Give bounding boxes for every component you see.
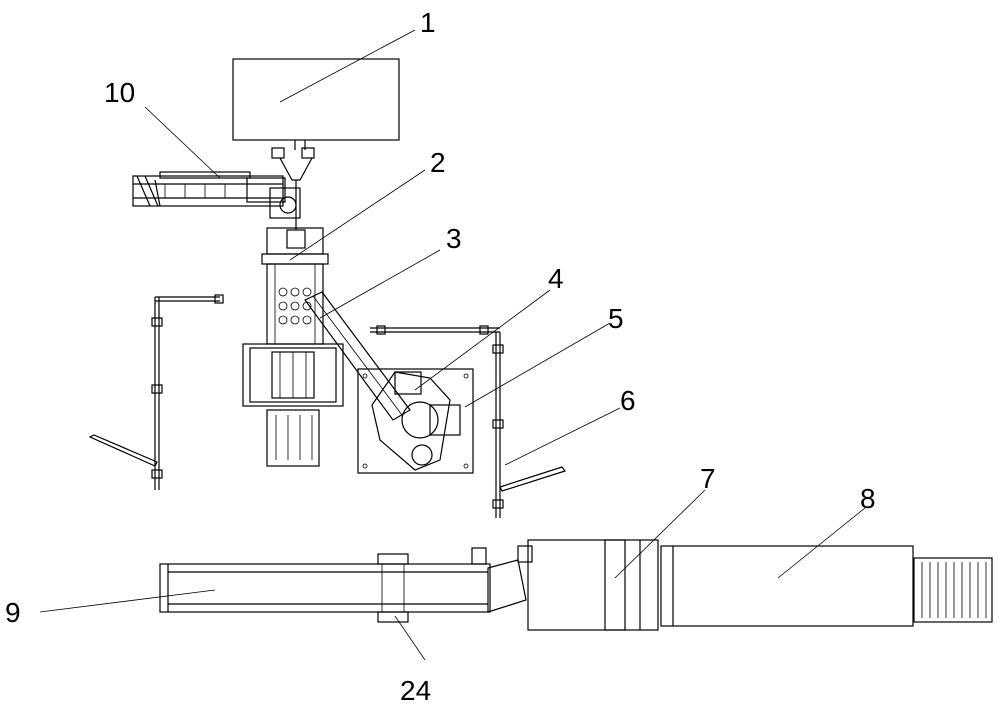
label-9: 9: [5, 597, 21, 628]
component-10-feed-conveyor: [132, 171, 301, 219]
label-3: 3: [446, 223, 462, 254]
label-5: 5: [608, 303, 624, 334]
component-1-hopper-box: [232, 58, 400, 230]
label-7: 7: [700, 463, 716, 494]
component-4-robot-unit: [371, 371, 461, 471]
component-5-base-plate: [357, 368, 474, 474]
transfer-arm: [304, 291, 411, 421]
mold-frame: [242, 343, 344, 467]
label-6: 6: [620, 385, 636, 416]
component-3-forming-column: [266, 263, 324, 345]
component-2-press-head: [261, 227, 329, 265]
label-1: 1: [420, 7, 436, 38]
component-6-right-guard-frame: [370, 325, 566, 518]
label-8: 8: [860, 483, 876, 514]
label-10: 10: [104, 77, 135, 108]
label-4: 4: [548, 263, 564, 294]
label-24: 24: [400, 675, 431, 706]
label-2: 2: [430, 147, 446, 178]
component-9-output-conveyor: [159, 545, 533, 623]
part-labels: 1 10 2 3 4 5 6 7 8 9 24: [5, 7, 876, 706]
component-8-packing-unit: [660, 545, 914, 627]
component-7-wrapping-unit: [527, 539, 659, 631]
leader-lines: [39, 29, 866, 661]
end-roller-conveyor: [913, 557, 993, 623]
left-guard-frame: [88, 294, 224, 490]
